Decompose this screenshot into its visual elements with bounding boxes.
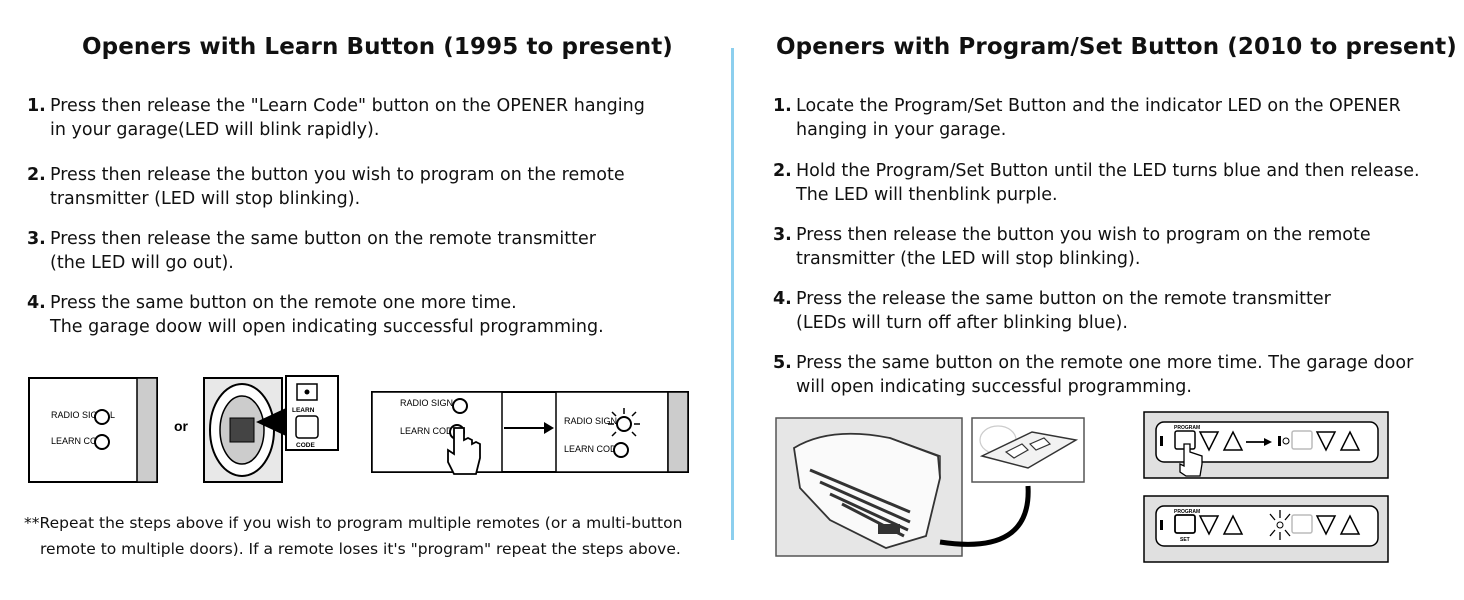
up-arrow-icon <box>1339 430 1361 451</box>
step-text: Press the release the same button on the… <box>796 289 1331 309</box>
code-label: CODE <box>296 442 315 449</box>
down-arrow-icon <box>1198 515 1220 536</box>
led-blink-figure: PROGRAM SET <box>1143 495 1389 563</box>
program-hold-figure: PROGRAM <box>1143 411 1389 479</box>
step-number: 5. <box>773 353 792 373</box>
or-label: or <box>174 418 189 434</box>
up-arrow-icon <box>1222 514 1244 535</box>
down-arrow-icon <box>1315 431 1337 452</box>
program-label: PROGRAM <box>1174 509 1200 515</box>
program-set-button-location-icon <box>878 524 900 534</box>
learn-code-label: LEARN CODE <box>51 436 110 446</box>
radio-signal-label: RADIO SIGNAL <box>400 398 464 408</box>
learn-code-button-icon <box>613 442 629 458</box>
learn-press-sequence-figure: RADIO SIGNAL LEARN CODE RADIO SIGNAL LEA… <box>371 391 689 475</box>
pointer-arrow-icon <box>256 408 286 436</box>
step-text: Press then release the button you wish t… <box>50 165 625 185</box>
radio-signal-label: RADIO SIGNAL <box>564 416 628 426</box>
repeat-note: **Repeat the steps above if you wish to … <box>24 510 682 562</box>
step-number: 3. <box>27 229 46 249</box>
step-text: transmitter (LED will stop blinking). <box>50 189 361 209</box>
step-number: 2. <box>27 165 46 185</box>
radio-signal-led-icon <box>94 409 110 425</box>
pressing-hand-icon <box>1179 443 1203 477</box>
radio-signal-led-icon <box>452 398 468 414</box>
step-text: will open indicating successful programm… <box>796 377 1192 397</box>
step-text: (the LED will go out). <box>50 253 234 273</box>
program-button-illustration: PROGRAM PROGRAM SET <box>775 411 1389 563</box>
step-text: Press the same button on the remote one … <box>796 353 1414 373</box>
led-indicator-icon <box>1282 437 1290 445</box>
step-text: The LED will thenblink purple. <box>796 185 1058 205</box>
note-line: remote to multiple doors). If a remote l… <box>40 540 681 558</box>
blinking-led-icon <box>608 408 640 437</box>
column-divider <box>731 48 734 540</box>
radio-signal-label: RADIO SIGNAL <box>51 410 115 420</box>
button-closeup-figure <box>939 417 1085 547</box>
learn-button-icon <box>295 415 319 439</box>
step-number: 1. <box>773 96 792 116</box>
learn-code-button-icon <box>94 434 110 450</box>
learn-button-illustration: RADIO SIGNAL LEARN CODE or LEARN CODE <box>28 375 689 483</box>
pressing-hand-icon <box>447 427 481 475</box>
step-text: hanging in your garage. <box>796 120 1007 140</box>
step-text: Locate the Program/Set Button and the in… <box>796 96 1401 116</box>
learn-section-title: Openers with Learn Button (1995 to prese… <box>82 34 673 60</box>
step-number: 4. <box>773 289 792 309</box>
blinking-led-icon <box>1269 510 1291 540</box>
step-text: (LEDs will turn off after blinking blue)… <box>796 313 1128 333</box>
step-number: 2. <box>773 161 792 181</box>
step-text: transmitter (the LED will stop blinking)… <box>796 249 1141 269</box>
opener-logo-icon <box>229 417 255 443</box>
learn-code-label: LEARN CODE <box>400 426 459 436</box>
down-arrow-icon <box>1198 431 1220 452</box>
program-label: PROGRAM <box>1174 425 1200 431</box>
step-text: Press then release the button you wish t… <box>796 225 1371 245</box>
step-text: The garage doow will open indicating suc… <box>50 317 604 337</box>
learn-code-label: LEARN CODE <box>564 444 623 454</box>
step-text: Hold the Program/Set Button until the LE… <box>796 161 1420 181</box>
opener-unit-figure <box>775 417 963 557</box>
down-arrow-icon <box>1315 515 1337 536</box>
step-number: 3. <box>773 225 792 245</box>
program-section-title: Openers with Program/Set Button (2010 to… <box>776 34 1457 60</box>
up-arrow-icon <box>1339 514 1361 535</box>
opener-panel-figure: RADIO SIGNAL LEARN CODE <box>28 377 158 483</box>
step-text: Press the same button on the remote one … <box>50 293 517 313</box>
up-arrow-icon <box>1222 430 1244 451</box>
step-number: 4. <box>27 293 46 313</box>
program-button-icon <box>1174 514 1196 534</box>
round-opener-figure: LEARN CODE <box>203 375 339 483</box>
set-label: SET <box>1180 537 1190 543</box>
step-text: in your garage(LED will blink rapidly). <box>50 120 380 140</box>
callout-line-icon <box>939 485 1031 547</box>
step-number: 1. <box>27 96 46 116</box>
step-text: Press then release the "Learn Code" butt… <box>50 96 645 116</box>
step-text: Press then release the same button on th… <box>50 229 596 249</box>
note-line: **Repeat the steps above if you wish to … <box>24 514 683 532</box>
learn-label: LEARN <box>292 407 315 414</box>
